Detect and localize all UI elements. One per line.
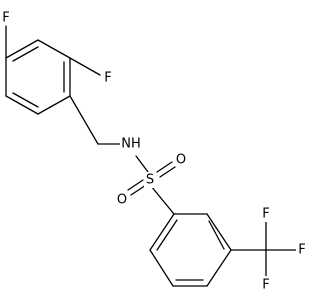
atom-label-f-cf3-right: F (298, 243, 305, 258)
bond-s-o-bottom (127, 179, 144, 191)
bond (149, 249, 174, 287)
atom-label-f-cf3-bottom: F (262, 278, 269, 293)
bond-s-o-bottom-2 (130, 184, 147, 196)
double-bond-inner (156, 219, 178, 251)
bond-s-ring (150, 185, 175, 215)
bond-n-s (135, 155, 149, 173)
double-bond-inner (12, 46, 39, 62)
bond (149, 213, 175, 251)
bond-c-f-ortho (69, 57, 101, 76)
bond (37, 39, 71, 59)
trifluoromethylphenyl-ring (149, 213, 232, 287)
bond-s-o-top-2 (159, 166, 176, 178)
bond (206, 249, 232, 287)
atom-label-o-top: O (176, 153, 186, 168)
atom-label-o-bottom: O (117, 193, 127, 208)
bond-ring-ch2 (69, 95, 99, 145)
bond (37, 95, 71, 115)
bond (206, 213, 232, 251)
difluorophenyl-ring (5, 39, 71, 115)
atom-label-f-ortho: F (104, 71, 111, 86)
bond-s-o-top (156, 161, 173, 173)
structure-diagram: F F NH S O O F F F (2, 10, 306, 293)
bond (5, 39, 39, 59)
double-bond-inner (12, 92, 39, 108)
atom-label-s: S (146, 173, 154, 188)
atom-label-f-cf3-top: F (262, 207, 269, 222)
atom-label-f-top: F (2, 11, 9, 26)
atom-label-nh: NH (121, 137, 141, 152)
double-bond-inner (208, 220, 225, 250)
bond (5, 95, 39, 115)
